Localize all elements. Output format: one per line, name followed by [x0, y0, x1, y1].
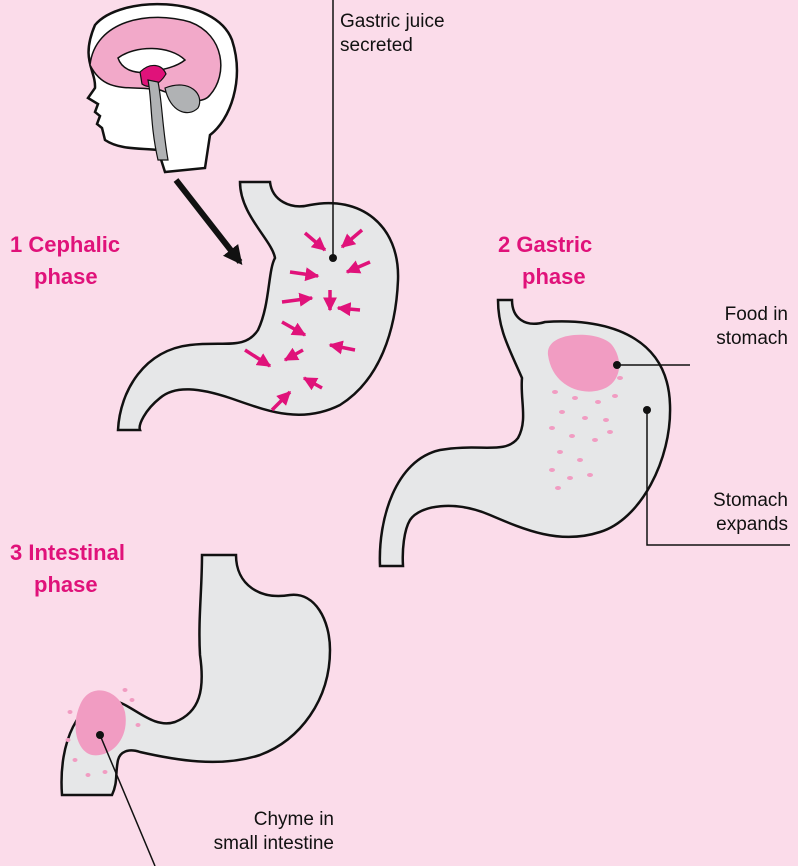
phase-2-label: 2 Gastric phase — [498, 229, 592, 293]
chyme-label: Chyme in small intestine — [214, 808, 334, 856]
stomach-icon — [380, 300, 670, 566]
phase-3-label: 3 Intestinal phase — [10, 537, 125, 601]
arrow-icon — [176, 180, 240, 262]
phase-1-label: 1 Cephalic phase — [10, 229, 120, 293]
food-in-stomach-label: Food in stomach — [716, 303, 788, 351]
stomach-icon — [118, 182, 398, 430]
gastric-juice-label: Gastric juice secreted — [340, 10, 445, 58]
head-brain-icon — [88, 4, 237, 172]
stomach-expands-label: Stomach expands — [713, 489, 788, 537]
